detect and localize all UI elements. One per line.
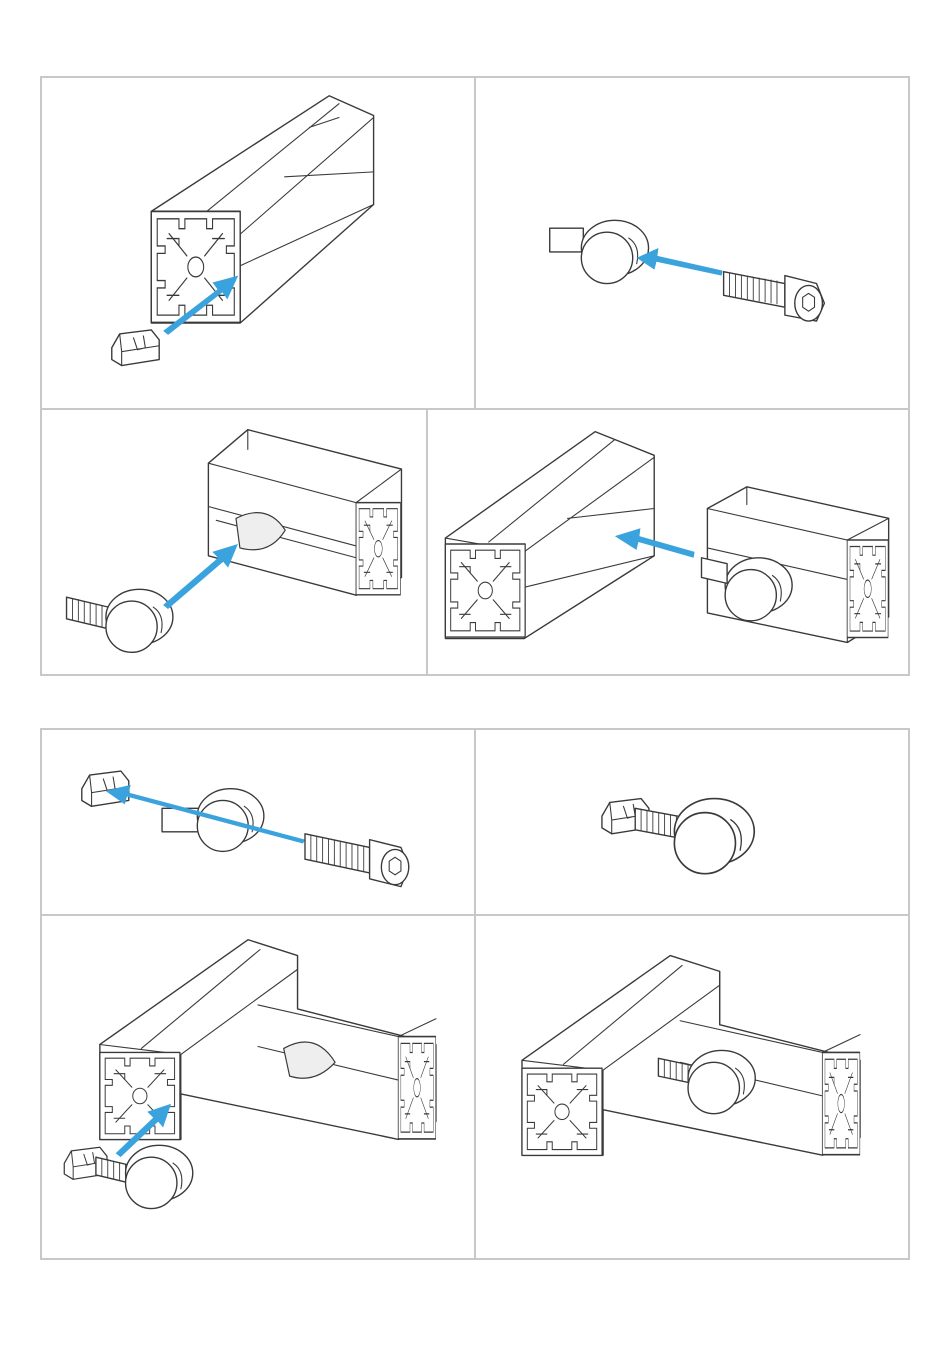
step-4-drawing <box>428 410 908 674</box>
insert-arrow <box>637 248 723 276</box>
screw-with-cylinder <box>64 1145 192 1208</box>
step-2-panel <box>474 76 910 410</box>
assembled-fastener <box>602 799 754 874</box>
joining-profile <box>701 487 888 643</box>
aluminium-profile <box>151 96 373 323</box>
step-5-drawing <box>42 730 474 916</box>
step-8-drawing <box>476 916 908 1258</box>
step-4-panel <box>426 408 910 676</box>
t-nut <box>112 330 159 366</box>
screw-with-cylinder <box>67 589 173 652</box>
insert-arrow <box>163 544 238 609</box>
step-3-drawing <box>42 410 426 674</box>
step-8-panel <box>474 914 910 1260</box>
corner-profile-assembly <box>100 940 436 1140</box>
cap-screw <box>305 834 409 887</box>
finished-corner-joint <box>522 956 860 1156</box>
cap-screw <box>724 272 825 321</box>
cylinder-fastener <box>162 789 264 852</box>
step-6-panel <box>474 728 910 918</box>
step-1-drawing <box>42 78 474 408</box>
step-1-panel <box>40 76 476 410</box>
step-7-panel <box>40 914 476 1260</box>
step-6-drawing <box>476 730 908 916</box>
step-3-panel <box>40 408 428 676</box>
step-2-drawing <box>476 78 908 408</box>
cylinder-fastener <box>550 220 649 283</box>
aluminium-profile <box>208 430 401 595</box>
step-5-panel <box>40 728 476 918</box>
step-7-drawing <box>42 916 474 1258</box>
